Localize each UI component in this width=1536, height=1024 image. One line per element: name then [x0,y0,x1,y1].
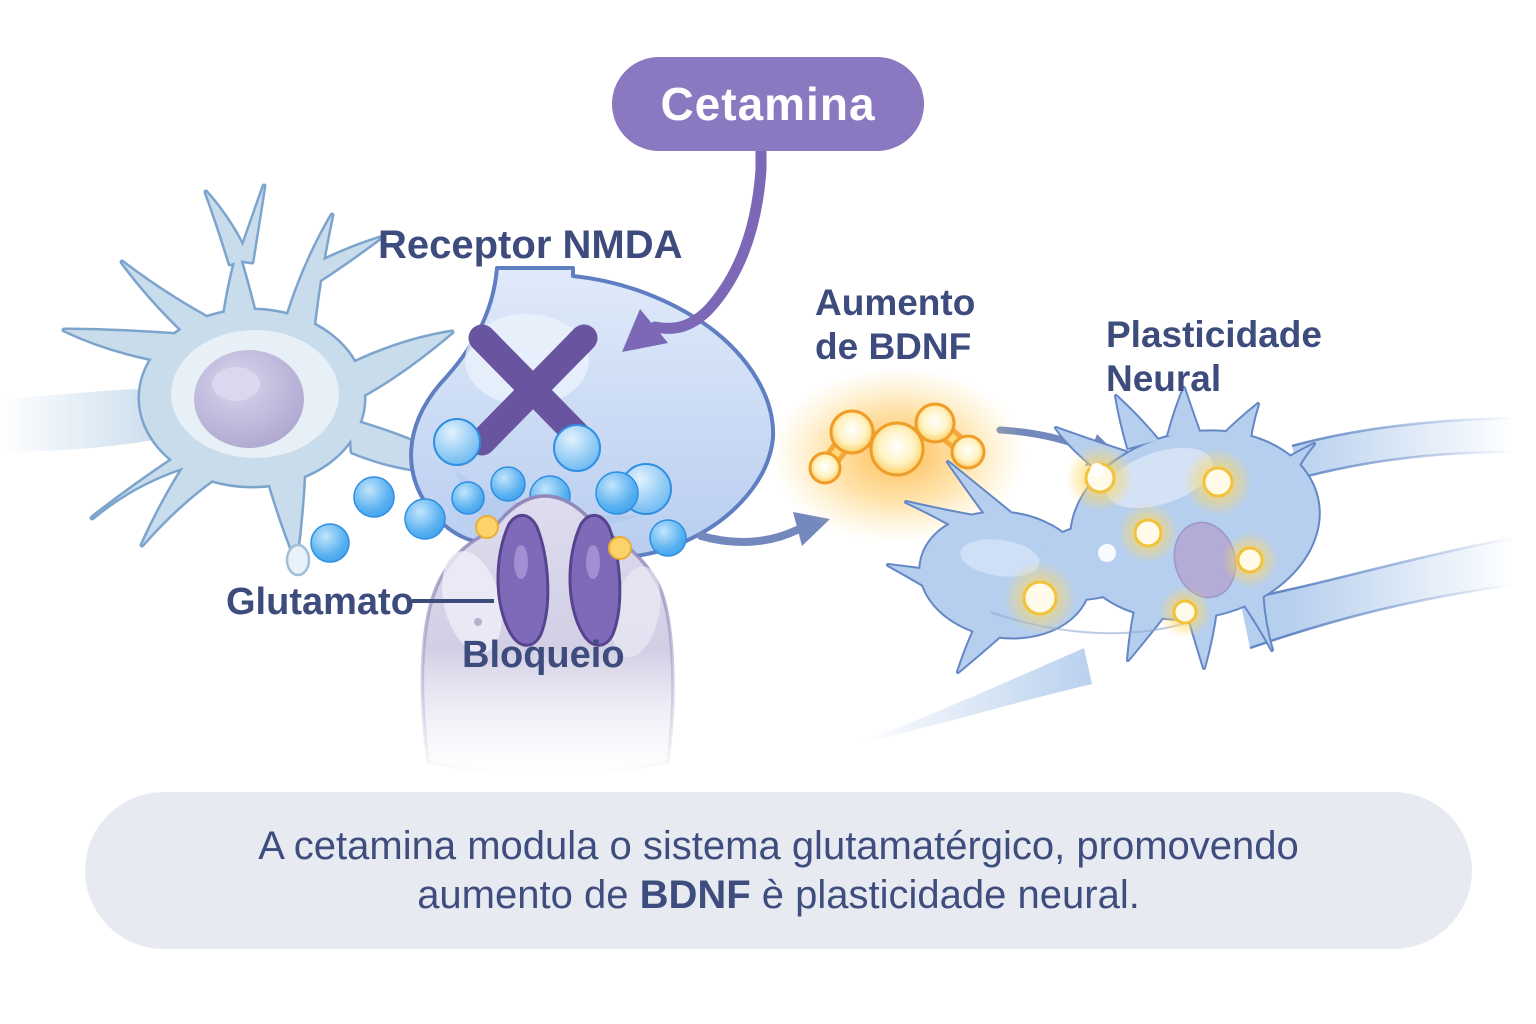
sparkle [1090,463,1104,477]
glutamate-dot [310,523,350,563]
vesicles [433,418,672,515]
yellow-molecule [475,515,499,539]
caption-line2-post: è plasticidade neural. [750,872,1140,917]
label-plasticidade-line1: Plasticidade [1106,314,1322,355]
label-receptor-nmda: Receptor NMDA [378,223,683,267]
vesicle [433,418,481,466]
postsynaptic-highlight [611,566,661,658]
yellow-molecule [608,536,632,560]
glow-nodes [1004,444,1278,638]
glutamate-dot [404,498,446,540]
glow-node [1184,448,1252,516]
caption-line2-pre: aumento de [417,872,640,917]
label-bloqueio: Bloqueio [462,634,625,676]
caption-line1: A cetamina modula o sistema glutamatérgi… [258,823,1299,868]
label-plasticidade-neural: Plasticidade Neural [1106,313,1322,400]
bdnf-sphere [829,409,875,455]
neural-network [856,386,1513,744]
glutamate-dot [649,519,687,557]
nucleus-highlight [212,367,260,401]
network-highlight [960,539,1040,577]
label-glutamato: Glutamato [226,581,414,623]
glutamate-dot [490,466,526,502]
vesicle [553,424,601,472]
presynaptic-neuron [0,183,479,577]
caption-line2: aumento de BDNF è plasticidade neural. [417,871,1140,920]
glow-node [1004,562,1076,634]
glutamate-dot [353,476,395,518]
axon [0,388,154,452]
axon-ribbon [856,648,1092,744]
glow-node [1159,586,1211,638]
label-aumento-line1: Aumento [815,282,976,323]
label-aumento-line2: de BDNF [815,325,972,367]
glow-node [1222,532,1278,588]
cetamina-badge: Cetamina [612,57,924,151]
glutamate-dot [451,481,485,515]
label-aumento-de-bdnf: Aumento de BDNF [815,281,975,368]
cetamina-arrow [622,142,767,352]
axon-bud [285,543,311,577]
receptor-highlight [514,545,528,579]
glutamate-dot [595,471,639,515]
receptor-highlight [586,545,600,579]
bdnf-sphere [950,434,986,470]
bdnf-sphere [808,451,842,485]
block-x-icon [468,324,598,456]
axon-ribbon [1240,538,1512,648]
glow-node [1066,444,1134,512]
label-plasticidade-line2: Neural [1106,357,1222,399]
caption-box: A cetamina modula o sistema glutamatérgi… [85,792,1472,949]
bdnf-sphere [869,421,925,477]
nucleus [194,350,304,448]
glow-node [1118,503,1178,563]
sparkle [1098,544,1116,562]
caption-line2-bdnf: BDNF [639,872,751,917]
axon-ribbon [1292,418,1512,478]
postsynaptic-terminal [420,494,675,776]
bdnf-sphere [914,402,956,444]
nmda-receptor-channel [496,513,622,647]
speck [474,618,482,626]
bdnf-molecule [770,367,1026,543]
